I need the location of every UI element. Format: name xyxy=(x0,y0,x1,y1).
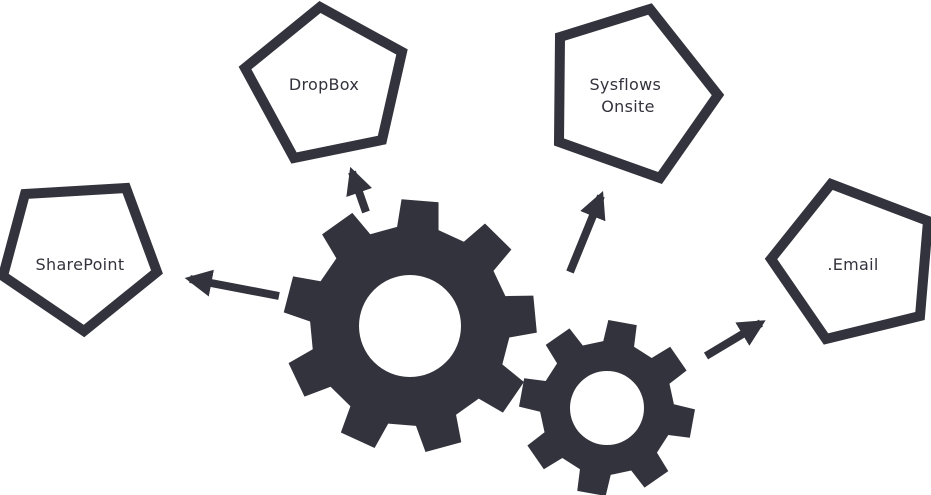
arrow-to-dropbox xyxy=(346,166,373,214)
pentagon-shape xyxy=(238,0,408,164)
node-label-line-2: Onsite xyxy=(601,97,654,116)
node-label-sysflows-onsite: Sysflows Onsite xyxy=(589,75,666,116)
arrow-to-sysflows-onsite xyxy=(566,190,606,274)
pentagon-shape xyxy=(0,182,163,338)
node-sysflows-onsite: Sysflows Onsite xyxy=(553,3,725,184)
arrow-to-email xyxy=(703,319,766,360)
small-gear-icon xyxy=(519,320,695,495)
node-label-dropbox: DropBox xyxy=(289,75,359,94)
node-label-email: .Email xyxy=(827,255,878,274)
node-dropbox: DropBox xyxy=(238,0,408,164)
node-label-line-1: Sysflows xyxy=(589,75,661,94)
pentagon-shape xyxy=(553,3,725,184)
node-sharepoint: SharePoint xyxy=(0,182,163,338)
node-label-sharepoint: SharePoint xyxy=(36,255,125,274)
connector-arrows xyxy=(184,166,766,360)
arrow-to-sharepoint xyxy=(184,269,280,300)
node-email: .Email xyxy=(764,178,931,345)
large-gear-icon xyxy=(283,199,537,453)
pentagon-shape xyxy=(764,178,931,345)
